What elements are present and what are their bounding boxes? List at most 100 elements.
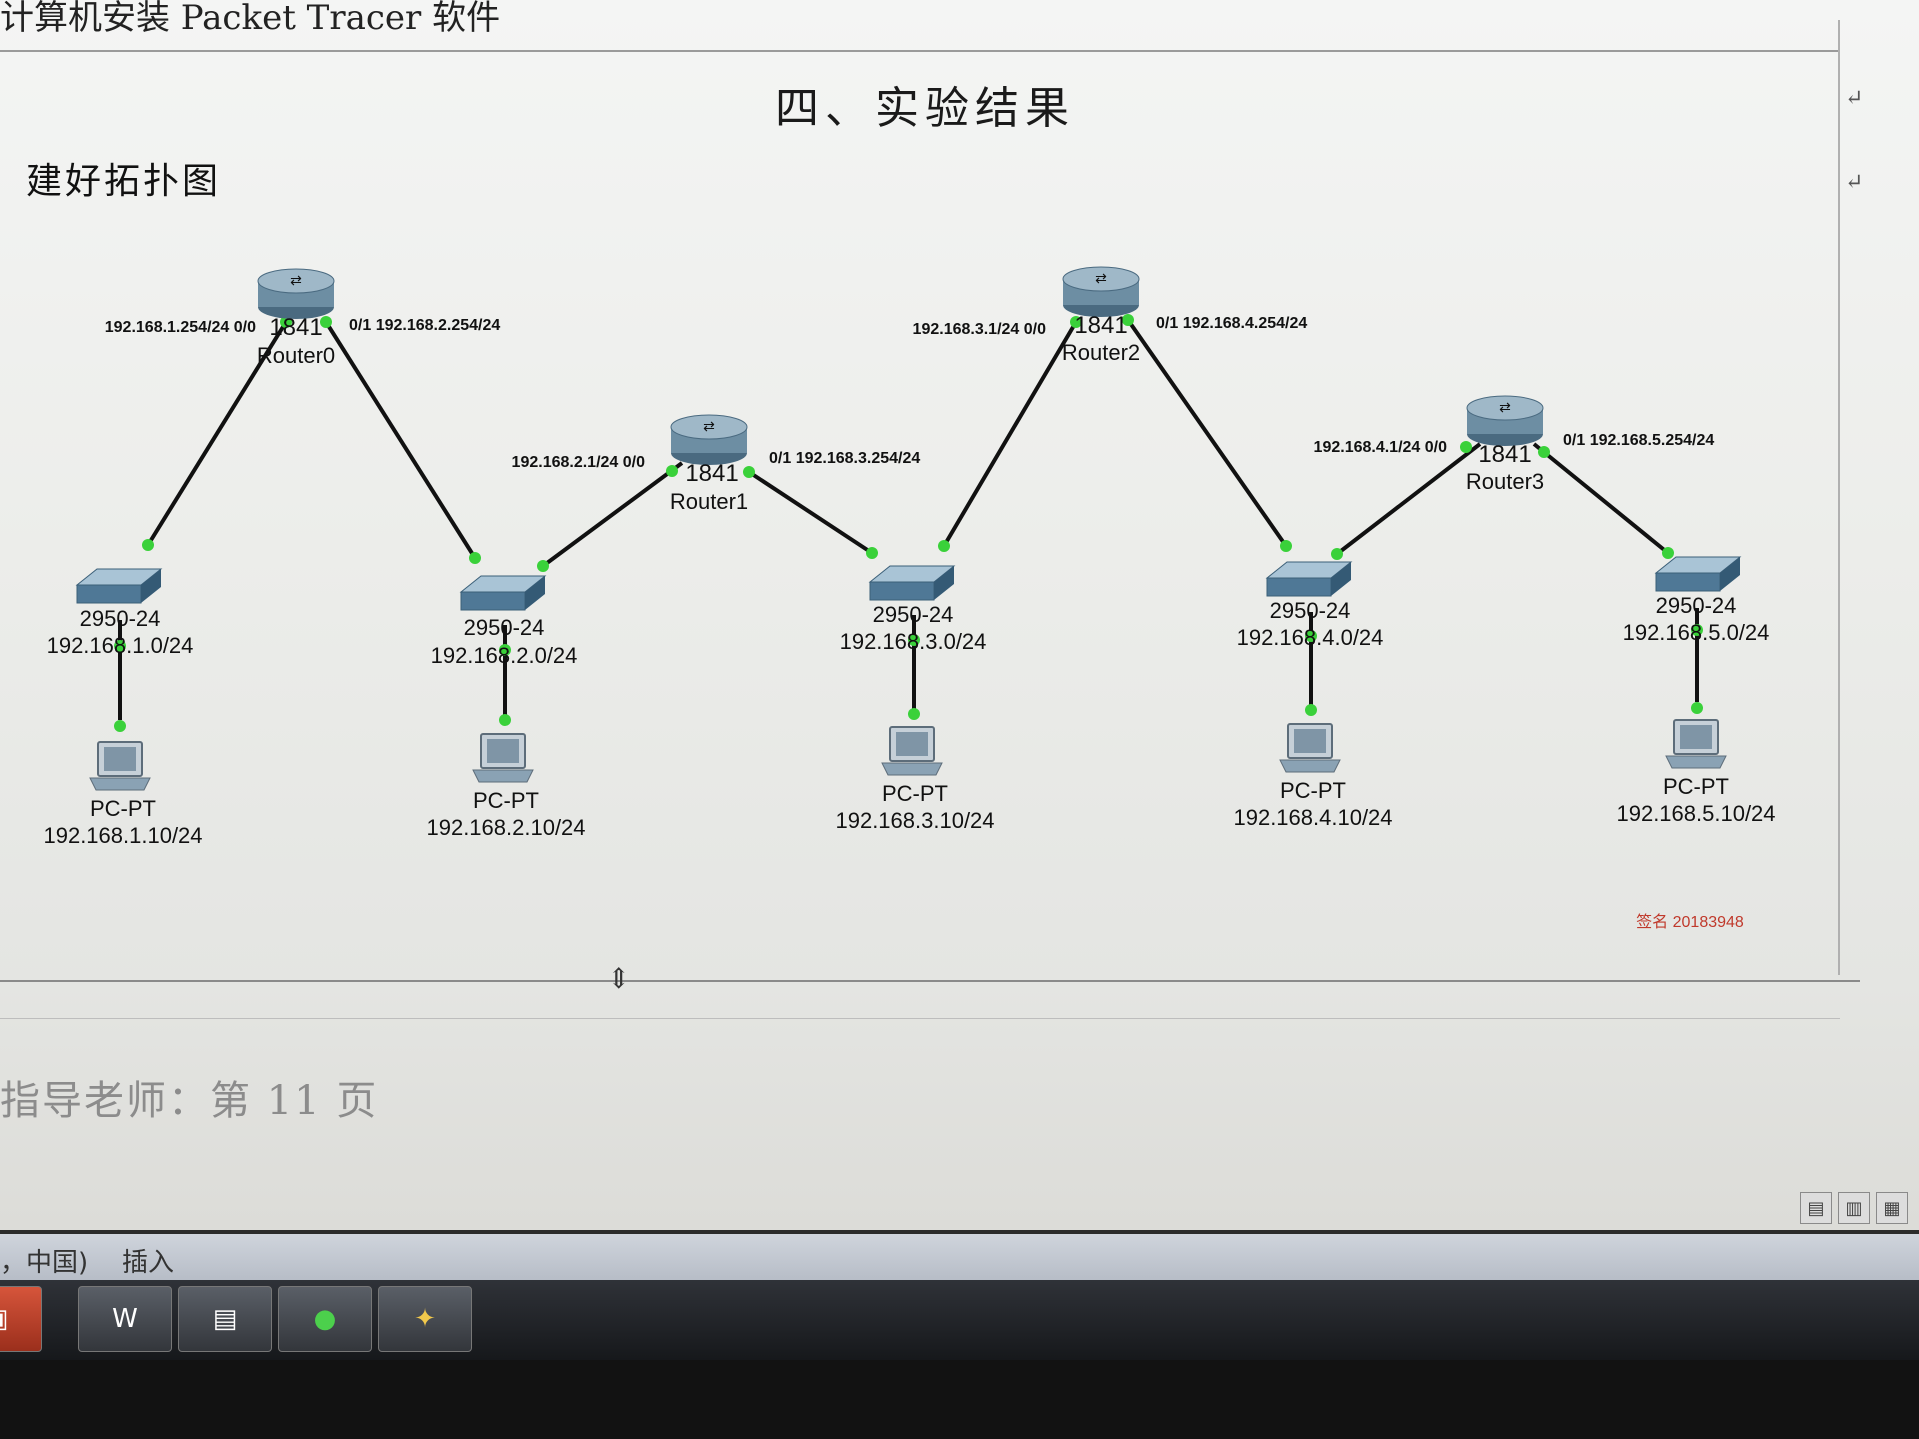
router-right-iface: 0/1 192.168.3.254/24 bbox=[769, 450, 920, 467]
network-link[interactable] bbox=[942, 320, 1078, 548]
network-link[interactable] bbox=[1532, 442, 1670, 555]
pc-ip: 192.168.4.10/24 bbox=[1233, 805, 1392, 830]
switch-0[interactable]: 2950-24 192.168.1.0/24 bbox=[47, 568, 194, 658]
taskbar-app-office[interactable]: ▣ bbox=[0, 1286, 42, 1352]
router-right-iface: 0/1 192.168.4.254/24 bbox=[1156, 315, 1307, 332]
port-status-indicator bbox=[114, 640, 126, 652]
network-link[interactable] bbox=[1126, 318, 1288, 548]
reading-view-icon[interactable]: ▥ bbox=[1838, 1192, 1870, 1224]
router-2[interactable]: ⇄ 1841 Router2 192.168.3.1/24 0/0 0/1 19… bbox=[913, 266, 1308, 365]
image-viewer-icon: ▤ bbox=[212, 1304, 238, 1334]
switch-network: 192.168.2.0/24 bbox=[431, 643, 578, 668]
router-name: Router1 bbox=[670, 489, 748, 514]
page-header-text: 计算机安装 Packet Tracer 软件 bbox=[0, 0, 501, 38]
signature-watermark: 签名 20183948 bbox=[1636, 913, 1744, 931]
status-insert-mode[interactable]: 插入 bbox=[122, 1248, 175, 1278]
router-left-iface: 192.168.2.1/24 0/0 bbox=[512, 454, 646, 471]
router-right-iface: 0/1 192.168.5.254/24 bbox=[1563, 432, 1714, 449]
web-layout-icon[interactable]: ▦ bbox=[1876, 1192, 1908, 1224]
pc-model: PC-PT bbox=[473, 788, 539, 813]
router-3[interactable]: ⇄ 1841 Router3 192.168.4.1/24 0/0 0/1 19… bbox=[1314, 395, 1715, 494]
port-status-indicator bbox=[1305, 630, 1317, 642]
taskbar-app-packet-tracer[interactable]: ✦ bbox=[378, 1286, 472, 1352]
view-mode-toolbar: ▤ ▥ ▦ bbox=[1800, 1192, 1908, 1224]
port-status-indicator bbox=[1280, 540, 1292, 552]
switch-model: 2950-24 bbox=[464, 615, 545, 640]
switch-model: 2950-24 bbox=[80, 606, 161, 631]
pc-2[interactable]: PC-PT 192.168.3.10/24 bbox=[835, 726, 995, 833]
router-1[interactable]: ⇄ 1841 Router1 192.168.2.1/24 0/0 0/1 19… bbox=[512, 414, 921, 514]
port-status-indicator bbox=[469, 552, 481, 564]
port-status-indicator bbox=[142, 539, 154, 551]
router-left-iface: 192.168.4.1/24 0/0 bbox=[1314, 439, 1448, 456]
topology-links bbox=[118, 318, 1699, 720]
taskbar-app-image-viewer[interactable]: ▤ bbox=[178, 1286, 272, 1352]
page-footer-text: 指导老师：第 11 页 bbox=[0, 1078, 379, 1124]
router-model: 1841 bbox=[685, 460, 738, 487]
office-icon: ▣ bbox=[0, 1304, 8, 1334]
port-status-indicator bbox=[1691, 624, 1703, 636]
pc-model: PC-PT bbox=[1663, 774, 1729, 799]
svg-text:⇄: ⇄ bbox=[1095, 270, 1107, 286]
table-resize-icon[interactable]: ⇕ bbox=[607, 962, 631, 995]
port-status-indicator bbox=[908, 708, 920, 720]
port-status-indicator bbox=[866, 547, 878, 559]
pc-3[interactable]: PC-PT 192.168.4.10/24 bbox=[1233, 723, 1393, 830]
network-link[interactable] bbox=[541, 461, 684, 568]
port-status-indicator bbox=[666, 465, 678, 477]
pc-model: PC-PT bbox=[882, 781, 948, 806]
port-status-indicator bbox=[938, 540, 950, 552]
paragraph-mark-icon: ↵ bbox=[1845, 170, 1864, 195]
status-language[interactable]: ，中国) bbox=[0, 1248, 89, 1278]
router-model: 1841 bbox=[1478, 441, 1531, 468]
document-page: 计算机安装 Packet Tracer 软件 四、实验结果 ↵ 建好拓扑图 ↵ … bbox=[0, 0, 1919, 1230]
pc-ip: 192.168.5.10/24 bbox=[1616, 801, 1775, 826]
router-name: Router2 bbox=[1062, 340, 1140, 365]
switch-1[interactable]: 2950-24 192.168.2.0/24 bbox=[431, 575, 578, 668]
switch-3[interactable]: 2950-24 192.168.4.0/24 bbox=[1237, 561, 1384, 650]
svg-text:⇄: ⇄ bbox=[290, 272, 302, 288]
network-link[interactable] bbox=[324, 320, 477, 560]
taskbar-app-chat[interactable]: ● bbox=[278, 1286, 372, 1352]
print-layout-icon[interactable]: ▤ bbox=[1800, 1192, 1832, 1224]
taskbar-strip: ▣ W ▤ ● ✦ bbox=[0, 1280, 1919, 1360]
packet-tracer-icon: ✦ bbox=[414, 1304, 436, 1334]
switch-4[interactable]: 2950-24 192.168.5.0/24 bbox=[1623, 556, 1770, 645]
port-status-indicator bbox=[114, 720, 126, 732]
svg-text:⇄: ⇄ bbox=[703, 418, 715, 434]
router-right-iface: 0/1 192.168.2.254/24 bbox=[349, 317, 500, 334]
port-status-indicator bbox=[1122, 314, 1134, 326]
switch-model: 2950-24 bbox=[1656, 593, 1737, 618]
port-status-indicator bbox=[537, 560, 549, 572]
chat-icon: ● bbox=[313, 1304, 337, 1334]
router-model: 1841 bbox=[269, 314, 322, 341]
network-link[interactable] bbox=[747, 470, 874, 555]
switch-network: 192.168.1.0/24 bbox=[47, 633, 194, 658]
network-link[interactable] bbox=[146, 320, 288, 547]
router-left-iface: 192.168.1.254/24 0/0 bbox=[105, 319, 256, 336]
switch-network: 192.168.3.0/24 bbox=[840, 629, 987, 654]
pc-1[interactable]: PC-PT 192.168.2.10/24 bbox=[426, 733, 586, 840]
port-status-indicator bbox=[499, 644, 511, 656]
port-status-indicator bbox=[1070, 316, 1082, 328]
port-status-indicator bbox=[1538, 446, 1550, 458]
port-status-indicator bbox=[1460, 441, 1472, 453]
pc-ip: 192.168.3.10/24 bbox=[835, 808, 994, 833]
taskbar-app-word[interactable]: W bbox=[78, 1286, 172, 1352]
router-name: Router0 bbox=[257, 343, 335, 368]
router-0[interactable]: ⇄ 1841 Router0 192.168.1.254/24 0/0 0/1 … bbox=[105, 268, 501, 368]
pc-model: PC-PT bbox=[1280, 778, 1346, 803]
pc-ip: 192.168.1.10/24 bbox=[43, 823, 202, 848]
pc-4[interactable]: PC-PT 192.168.5.10/24 bbox=[1616, 719, 1776, 826]
topology-ports bbox=[114, 314, 1703, 732]
network-link[interactable] bbox=[1335, 442, 1482, 556]
port-status-indicator bbox=[743, 466, 755, 478]
subsection-heading: 建好拓扑图 bbox=[26, 161, 222, 202]
router-model: 1841 bbox=[1074, 312, 1127, 339]
page-right-margin bbox=[1838, 20, 1840, 975]
switch-2[interactable]: 2950-24 192.168.3.0/24 bbox=[840, 565, 987, 654]
port-status-indicator bbox=[499, 714, 511, 726]
network-topology-diagram[interactable]: ⇄ 1841 Router0 192.168.1.254/24 0/0 0/1 … bbox=[0, 240, 1919, 980]
pc-0[interactable]: PC-PT 192.168.1.10/24 bbox=[43, 741, 203, 848]
svg-text:⇄: ⇄ bbox=[1499, 399, 1511, 415]
